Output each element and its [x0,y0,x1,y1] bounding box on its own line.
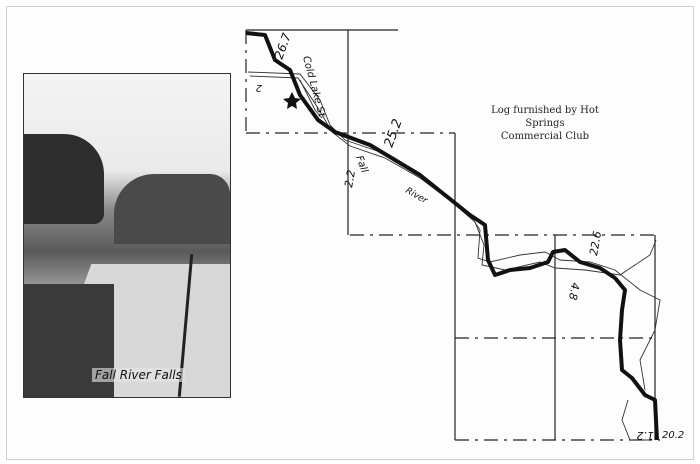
label-num-48: 4.8 [566,281,582,300]
label-num-22: 2.2 [342,169,358,188]
section-grid [245,29,660,441]
log-credit: Log furnished by Hot Springs Commercial … [470,104,620,143]
mile-267: 26.7 [272,31,294,61]
photo-caption: Fall River Falls [92,368,185,382]
grid-line-dashed [245,30,660,441]
falls-photo: Fall River Falls [23,73,231,398]
stream-line [299,79,323,119]
log-credit-line2: Commercial Club [500,131,590,142]
mile-202: 20.2 [662,430,684,441]
label-river: River [404,186,430,207]
river-line [249,75,657,441]
star-icon [283,92,301,109]
photo-cliff [24,134,104,224]
grid-line [246,29,656,440]
mile-226: 22.6 [587,230,604,256]
log-credit-line1: Log furnished by Hot Springs [491,105,599,129]
label-num-2: 2 [256,82,262,93]
river-line [247,71,661,391]
photo-rock [114,174,230,244]
label-num-12: 1.2 [637,429,655,442]
road-route [245,31,659,441]
